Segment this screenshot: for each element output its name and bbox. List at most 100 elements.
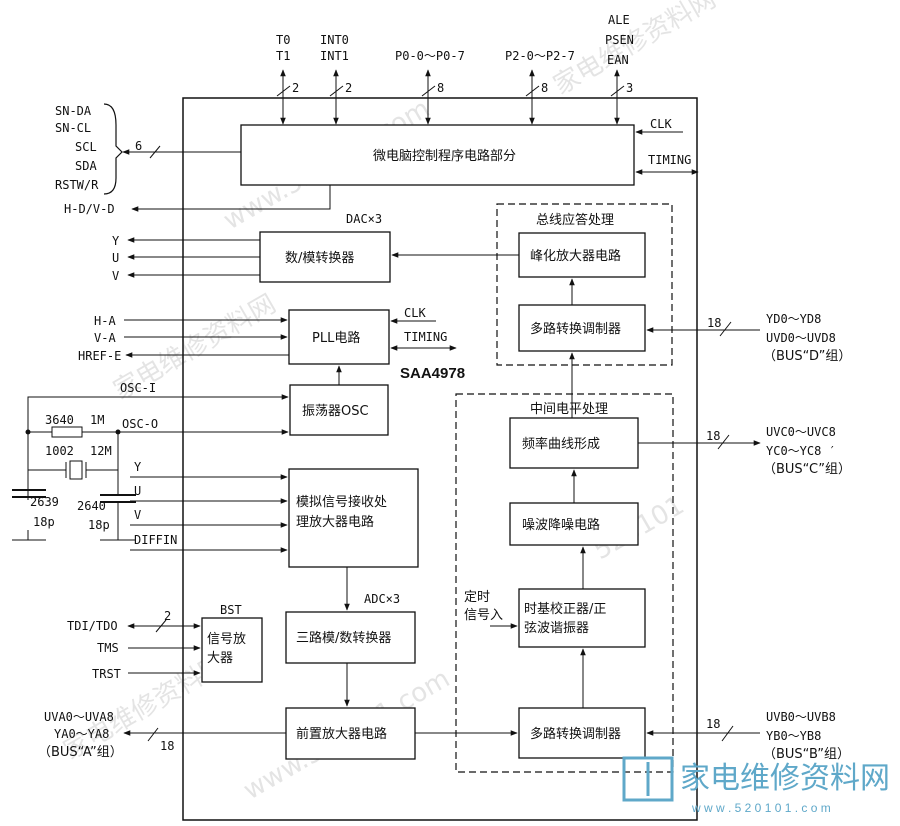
pin-label: T0 [276, 33, 290, 47]
bus-width: 18 [160, 739, 174, 753]
signal-label: HREF-E [78, 349, 121, 363]
timebase-label: 时基校正器/正 [524, 601, 606, 617]
svg-text:3640: 3640 [45, 413, 74, 427]
signal-label: SN-DA [55, 104, 92, 118]
svg-text:1002: 1002 [45, 444, 74, 458]
signal-label: SCL [75, 140, 97, 154]
signal-amp-block [201, 617, 263, 683]
adc-label: 三路模/数转换器 [296, 630, 391, 646]
bus-group-title: 总线应答处理 [536, 212, 614, 228]
bus-d-labels: YD0～YD8 UVD0～UVD8 （BUS“D”组） [763, 312, 851, 364]
bus-width: 6 [135, 139, 142, 153]
signal-label: Y [112, 234, 120, 248]
osc-block [289, 384, 389, 436]
pin-label: PSEN [605, 33, 634, 47]
osc-label: 振荡器OSC [302, 404, 369, 419]
analog-receiver-label: 理放大器电路 [296, 514, 374, 530]
resistor-icon [51, 426, 83, 438]
freq-curve-block [509, 417, 639, 469]
dac-count-label: DAC×3 [346, 212, 382, 226]
peaking-block [518, 232, 646, 278]
bus-width: 2 [345, 81, 352, 95]
mux-bottom-block [518, 707, 646, 759]
watermarks: 家电维修资料网 www.520101.com 家电维修资料网 520101 家电… [59, 0, 722, 806]
signal-label: V [134, 508, 141, 522]
signal-label: （BUS“C”组） [763, 462, 851, 477]
pin-label: INT0 [320, 33, 349, 47]
signal-label: （BUS“A”组） [38, 745, 123, 760]
adc-count-label: ADC×3 [364, 592, 400, 606]
pin-label: P0-0～P0-7 [395, 49, 465, 63]
bus-width: 3 [626, 81, 633, 95]
mcu-block [240, 124, 635, 186]
bus-b-labels: UVB0～UVB8 YB0～YB8 （BUS“B”组） [763, 710, 850, 762]
bus-c-labels: UVC0～UVC8 YC0～YC8 ′ （BUS“C”组） [763, 425, 851, 477]
serial-bus: SN-DA SN-CL SCL SDA RSTW/R 6 [55, 103, 241, 195]
mid-group-title: 中间电平处理 [530, 402, 608, 417]
signal-label: TMS [97, 641, 119, 655]
dac-label: 数/模转换器 [285, 251, 354, 266]
logo-url: w w w . 5 2 0 1 0 1 . c o m [691, 801, 831, 815]
timing-label: TIMING [648, 153, 691, 167]
analog-receiver-label: 模拟信号接收处 [296, 494, 387, 510]
signal-label: TDI/TDO [67, 619, 118, 633]
bus-width: 2 [292, 81, 299, 95]
adc-block [285, 611, 416, 664]
signal-label: RSTW/R [55, 178, 99, 192]
bus-width: 18 [706, 717, 720, 731]
timebase-label: 弦波谐振器 [524, 620, 589, 636]
bus-width: 18 [706, 429, 720, 443]
svg-text:2639: 2639 [30, 495, 59, 509]
timing-in-label: 定时 [464, 590, 490, 605]
signal-amp-label: 大器 [207, 651, 233, 666]
signal-label: UVA0～UVA8 [44, 710, 114, 724]
jtag-inputs: TDI/TDO TMS TRST 2 [67, 609, 201, 681]
osc-i-label: OSC-I [120, 381, 156, 395]
pin-label: INT1 [320, 49, 349, 63]
signal-label: YC0～YC8 ′ [766, 444, 836, 458]
pin-label: EAN [607, 53, 629, 67]
mux-bottom-label: 多路转换调制器 [530, 726, 621, 742]
signal-label: UVC0～UVC8 [766, 425, 836, 439]
signal-label: SDA [75, 159, 97, 173]
signal-label: SN-CL [55, 121, 91, 135]
top-pins: T0 T1 INT0 INT1 P0-0～P0-7 P2-0～P2-7 ALE … [276, 13, 634, 125]
site-logo: 家电维修资料网 w w w . 5 2 0 1 0 1 . c o m [622, 756, 890, 815]
timing-label: TIMING [404, 330, 447, 344]
chip-name: SAA4978 [400, 365, 465, 382]
signal-label: U [112, 251, 119, 265]
signal-label: UVB0～UVB8 [766, 710, 836, 724]
analog-receiver-block [288, 468, 419, 568]
bst-label: BST [220, 603, 242, 617]
signal-amp-label: 信号放 [207, 632, 246, 647]
signal-label: YD0～YD8 [766, 312, 821, 326]
bus-width: 8 [541, 81, 548, 95]
logo-title: 家电维修资料网 [680, 761, 890, 796]
mux-top-label: 多路转换调制器 [530, 321, 621, 337]
signal-label: UVD0～UVD8 [766, 331, 836, 345]
denoise-label: 噪波降噪电路 [522, 517, 600, 533]
pin-label: T1 [276, 49, 290, 63]
bus-width: 2 [164, 609, 171, 623]
svg-text:1M: 1M [90, 413, 104, 427]
yuv-inputs: Y U V DIFFIN [130, 460, 288, 553]
signal-label: （BUS“B”组） [763, 747, 850, 762]
bus-width: 18 [707, 316, 721, 330]
mux-top-block [518, 304, 646, 352]
signal-label: H-A [94, 314, 116, 328]
timebase-block [518, 588, 646, 648]
pin-label: P2-0～P2-7 [505, 49, 575, 63]
signal-label: TRST [92, 667, 121, 681]
osc-o-label: OSC-O [122, 417, 158, 431]
signal-label: V-A [94, 331, 116, 345]
svg-text:18p: 18p [33, 515, 55, 529]
signal-label: YB0～YB8 [766, 729, 821, 743]
mid-level-group [455, 393, 674, 773]
clk-label: CLK [404, 306, 426, 320]
crystal-icon [69, 460, 83, 480]
svg-text:2640: 2640 [77, 499, 106, 513]
clk-label: CLK [650, 117, 672, 131]
timing-in-label: 信号入 [464, 608, 503, 623]
freq-curve-label: 频率曲线形成 [522, 436, 600, 452]
